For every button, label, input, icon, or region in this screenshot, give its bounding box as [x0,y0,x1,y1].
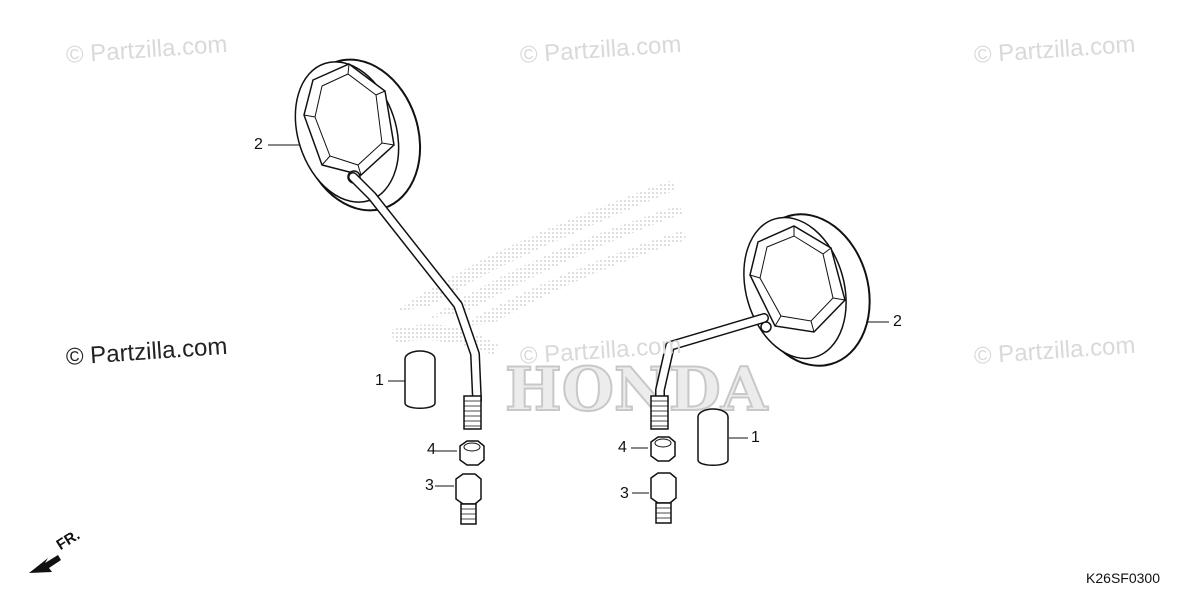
callout-right-cap: 1 [751,429,760,446]
callout-left-mirror: 2 [254,136,263,153]
callout-right-nut: 4 [618,439,627,456]
callout-right-mirror: 2 [893,313,902,330]
callout-right-adapter: 3 [620,485,629,502]
front-direction-arrow [29,555,61,573]
svg-text:HONDA: HONDA [505,355,769,425]
right-mirror [650,213,871,430]
callout-left-cap: 1 [375,372,384,389]
callout-left-nut: 4 [427,441,436,458]
right-hex-nut [650,436,676,462]
right-rubber-cap [697,408,729,466]
diagram-code: K26SF0300 [1086,570,1160,586]
callout-left-adapter: 3 [425,477,434,494]
honda-wing-logo: HONDA [390,180,770,426]
left-mirror [294,58,482,430]
left-adapter-bolt [455,473,482,525]
left-rubber-cap [404,350,436,409]
right-adapter-bolt [650,472,677,524]
leader-lines [268,144,889,494]
left-hex-nut [459,440,485,466]
